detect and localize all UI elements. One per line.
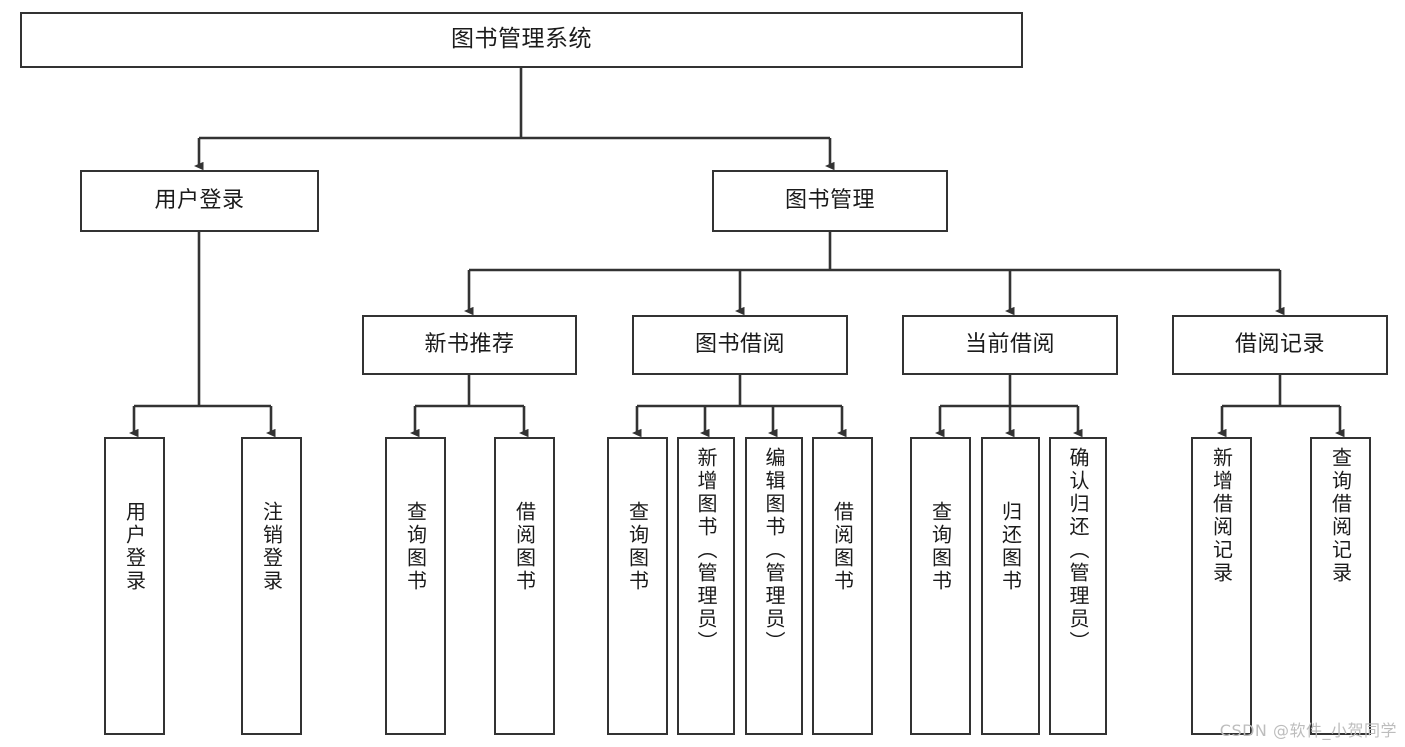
leaf-recommend-borrow-book[interactable]: 借阅图书 bbox=[494, 437, 555, 735]
node-label: 新增图书（管理员） bbox=[694, 447, 718, 654]
node-label: 用户登录 bbox=[154, 188, 245, 214]
leaf-current-return-book[interactable]: 归还图书 bbox=[981, 437, 1040, 735]
node-label: 查询图书 bbox=[928, 501, 953, 593]
node-label: 确认归还（管理员） bbox=[1066, 447, 1090, 654]
node-new-book-recommend[interactable]: 新书推荐 bbox=[362, 315, 577, 375]
leaf-current-confirm-return[interactable]: 确认归还（管理员） bbox=[1049, 437, 1107, 735]
node-label: 图书管理 bbox=[784, 188, 875, 214]
leaf-borrow-edit-book[interactable]: 编辑图书（管理员） bbox=[745, 437, 803, 735]
node-label: 图书管理系统 bbox=[451, 26, 592, 53]
node-label: 新书推荐 bbox=[424, 332, 515, 358]
leaf-borrow-borrow-book[interactable]: 借阅图书 bbox=[812, 437, 873, 735]
node-label: 当前借阅 bbox=[964, 332, 1055, 358]
node-label: 编辑图书（管理员） bbox=[762, 447, 786, 654]
node-label: 用户登录 bbox=[122, 501, 147, 593]
watermark-text: CSDN @软件_小贺同学 bbox=[1219, 721, 1397, 740]
leaf-record-add[interactable]: 新增借阅记录 bbox=[1191, 437, 1252, 735]
node-label: 查询图书 bbox=[625, 501, 650, 593]
node-label: 图书借阅 bbox=[694, 332, 785, 358]
node-label: 借阅图书 bbox=[512, 501, 537, 593]
node-user-login[interactable]: 用户登录 bbox=[80, 170, 319, 232]
leaf-borrow-add-book[interactable]: 新增图书（管理员） bbox=[677, 437, 735, 735]
node-label: 查询借阅记录 bbox=[1328, 447, 1353, 585]
node-label: 借阅图书 bbox=[830, 501, 855, 593]
node-label: 查询图书 bbox=[403, 501, 428, 593]
node-label: 注销登录 bbox=[259, 501, 284, 593]
leaf-recommend-query-book[interactable]: 查询图书 bbox=[385, 437, 446, 735]
leaf-user-logout[interactable]: 注销登录 bbox=[241, 437, 302, 735]
node-label: 新增借阅记录 bbox=[1209, 447, 1234, 585]
node-root-system[interactable]: 图书管理系统 bbox=[20, 12, 1023, 68]
leaf-user-login[interactable]: 用户登录 bbox=[104, 437, 165, 735]
node-book-management[interactable]: 图书管理 bbox=[712, 170, 948, 232]
node-borrow-record[interactable]: 借阅记录 bbox=[1172, 315, 1388, 375]
node-book-borrow[interactable]: 图书借阅 bbox=[632, 315, 848, 375]
node-current-borrow[interactable]: 当前借阅 bbox=[902, 315, 1118, 375]
leaf-borrow-query-book[interactable]: 查询图书 bbox=[607, 437, 668, 735]
node-label: 借阅记录 bbox=[1234, 332, 1325, 358]
node-label: 归还图书 bbox=[998, 501, 1023, 593]
leaf-current-query-book[interactable]: 查询图书 bbox=[910, 437, 971, 735]
leaf-record-query[interactable]: 查询借阅记录 bbox=[1310, 437, 1371, 735]
